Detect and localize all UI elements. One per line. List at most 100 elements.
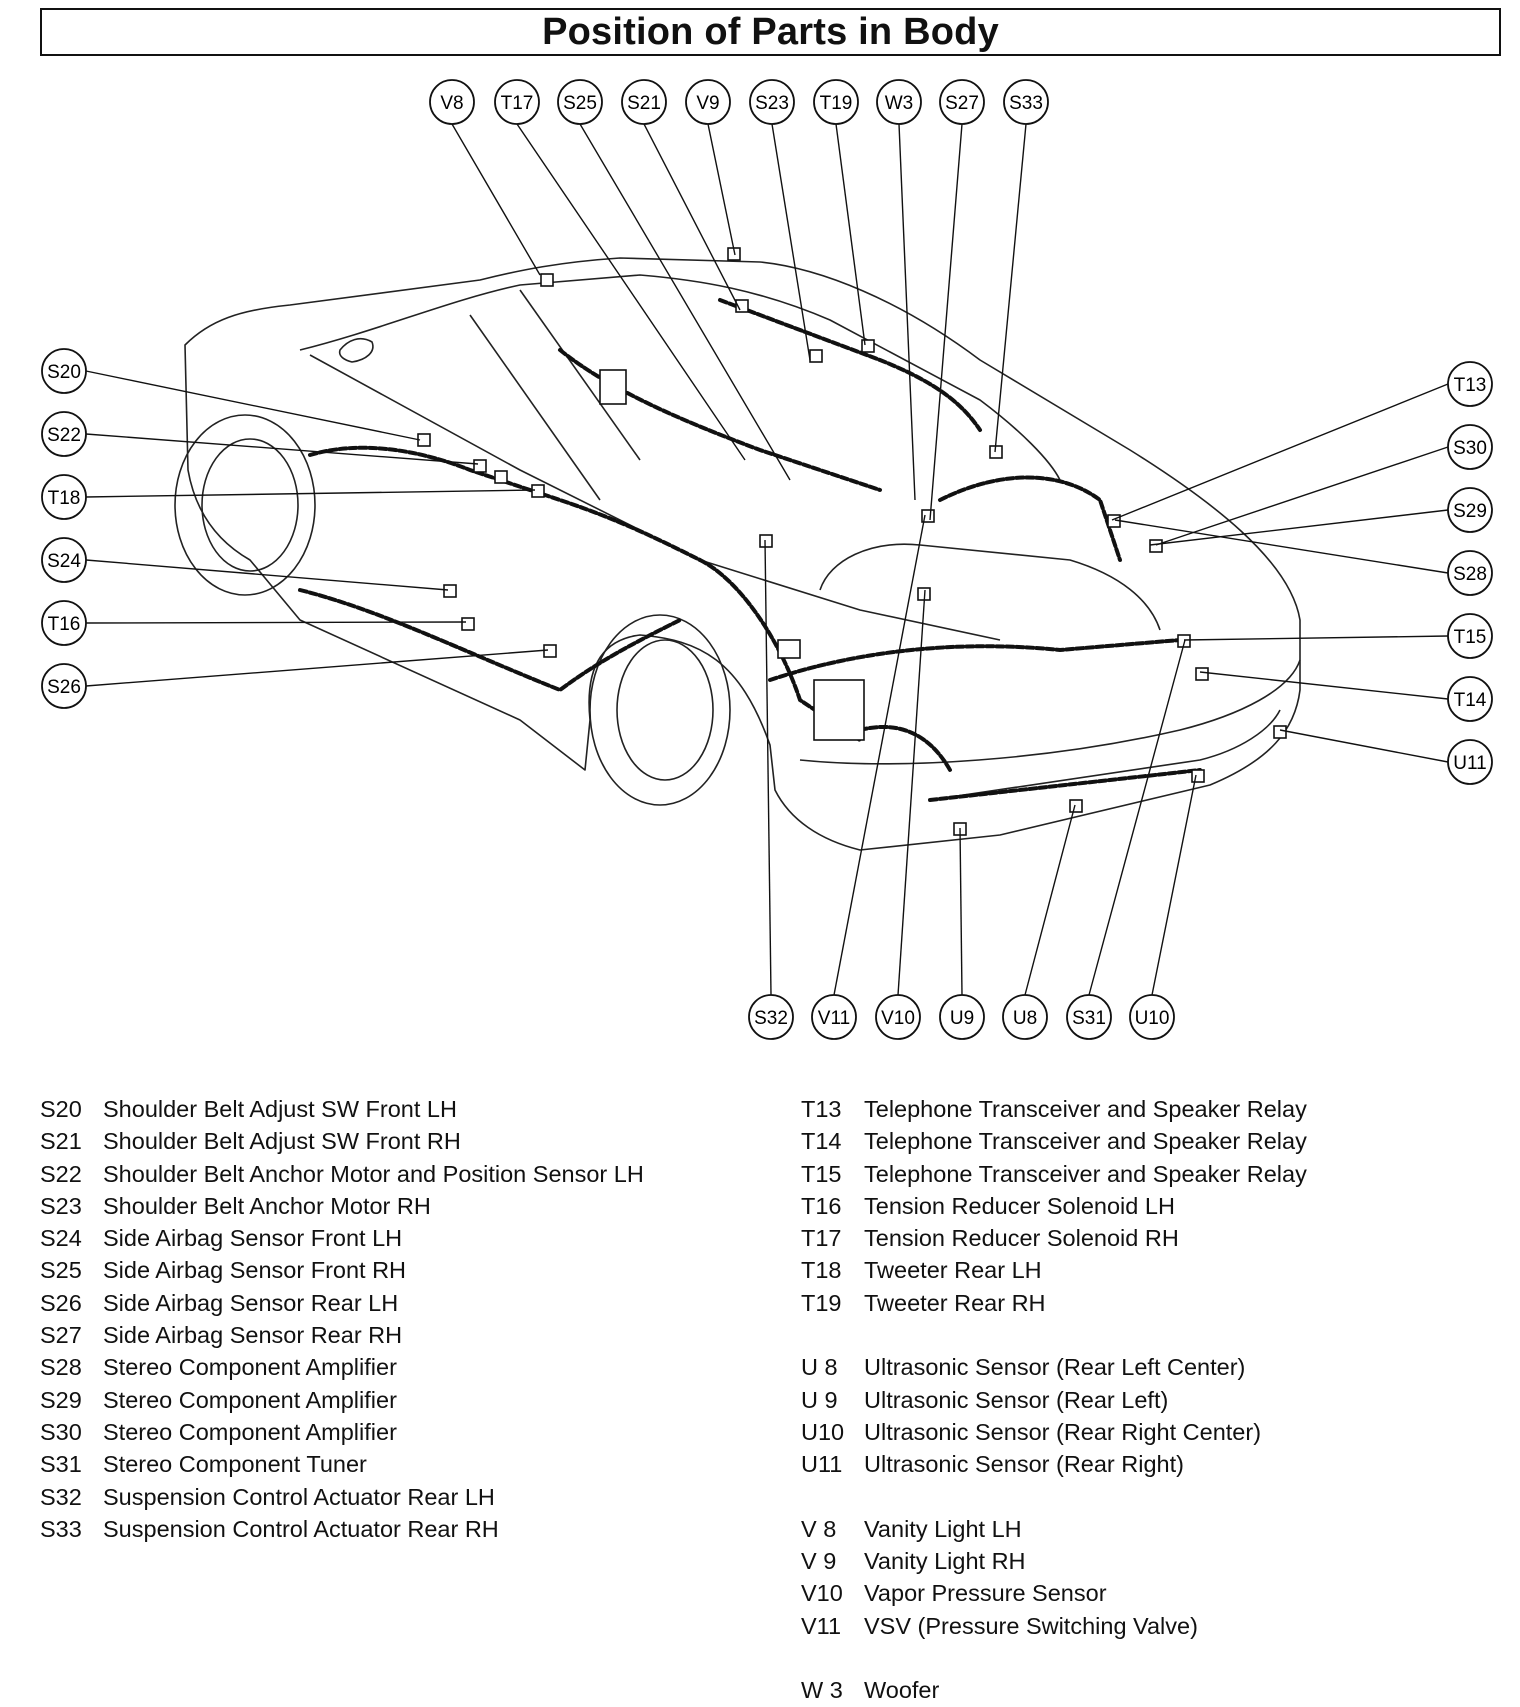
callout-circle [1002,994,1048,1040]
callout-circle [41,600,87,646]
legend-name: Side Airbag Sensor Front RH [103,1257,407,1284]
callout-s28: S28 [1447,550,1493,596]
callout-leader-line [516,123,746,461]
legend-code: S25 [40,1257,82,1284]
legend-name: Suspension Control Actuator Rear LH [103,1483,495,1510]
wire-harness [298,298,1202,802]
legend-row: T18 Tweeter Rear LH [801,1254,1307,1286]
callout-label: S29 [1453,501,1487,522]
callout-circle [41,411,87,457]
callout-leader-line [1111,383,1449,521]
callout-circle [1447,613,1493,659]
title-box: Position of Parts in Body [40,8,1501,56]
callout-label: V9 [696,93,719,114]
callout-s24: S24 [41,537,87,583]
legend-row: V 9 Vanity Light RH [801,1545,1307,1577]
legend-row: S25 Side Airbag Sensor Front RH [40,1254,644,1286]
callout-leader-line [764,539,772,996]
legend-code: T18 [801,1257,842,1284]
callout-circle [429,79,475,125]
legend-name: Ultrasonic Sensor (Rear Right Center) [864,1418,1262,1445]
callout-label: V10 [881,1008,915,1029]
legend-name: Stereo Component Tuner [103,1451,367,1478]
callout-label: T17 [501,93,534,114]
callout-label: S25 [563,93,597,114]
callout-circle [557,79,603,125]
legend-name: Telephone Transceiver and Speaker Relay [864,1160,1307,1187]
callout-label: S27 [945,93,979,114]
legend-name: Telephone Transceiver and Speaker Relay [864,1128,1307,1155]
callout-label: S32 [754,1008,788,1029]
legend-row: S32 Suspension Control Actuator Rear LH [40,1481,644,1513]
callout-label: T18 [48,488,81,509]
legend-name: Suspension Control Actuator Rear RH [103,1515,499,1542]
callout-label: W3 [885,93,914,114]
legend-name: Side Airbag Sensor Front LH [103,1225,403,1252]
legend-name: Tweeter Rear RH [864,1289,1046,1316]
legend-code: T13 [801,1096,842,1122]
callout-leader-line [1199,671,1449,700]
callout-label: S26 [47,677,81,698]
callout-circle [41,348,87,394]
callout-circle [939,994,985,1040]
callout-circle [1129,994,1175,1040]
callout-label: S23 [755,93,789,114]
callout-circle [621,79,667,125]
callout-circle [1447,739,1493,785]
callout-circle [494,79,540,125]
callout-t13: T13 [1447,361,1493,407]
callout-u10: U10 [1129,994,1175,1040]
callout-circle [685,79,731,125]
legend-name: Tweeter Rear LH [864,1257,1042,1284]
callout-s26: S26 [41,663,87,709]
callout-t15: T15 [1447,613,1493,659]
callout-s32: S32 [748,994,794,1040]
callout-leader-line [1149,509,1449,546]
legend-code: S30 [40,1418,82,1445]
legend-code: S21 [40,1128,82,1155]
legend-code: V 9 [801,1548,837,1575]
legend-code: S26 [40,1289,82,1316]
callout-u9: U9 [939,994,985,1040]
callout-label: T14 [1454,690,1487,711]
legend-code: S32 [40,1483,82,1510]
legend-row: T19 Tweeter Rear RH [801,1287,1307,1319]
legend-name: Shoulder Belt Adjust SW Front RH [103,1128,461,1155]
callout-label: S24 [47,551,81,572]
callout-s31: S31 [1066,994,1112,1040]
callout-circle [1447,361,1493,407]
callout-v10: V10 [875,994,921,1040]
callout-leader-line [579,123,791,481]
legend-name: Shoulder Belt Adjust SW Front LH [103,1096,457,1122]
legend-code: T19 [801,1289,842,1316]
legend-code: U 9 [801,1386,838,1413]
legend-name: Stereo Component Amplifier [103,1354,397,1381]
callout-t19: T19 [813,79,859,125]
legend-name: Tension Reducer Solenoid RH [864,1225,1179,1252]
callout-label: S22 [47,425,81,446]
callout-label: T15 [1454,627,1487,648]
callout-circle [1066,994,1112,1040]
callout-s33: S33 [1003,79,1049,125]
callout-leader-line [929,123,963,521]
callout-leader-line [85,489,536,498]
callout-leader-line [451,123,541,276]
legend-name: Vanity Light RH [864,1548,1026,1575]
callout-leader-line [1279,729,1449,763]
callout-s27: S27 [939,79,985,125]
legend-code: V10 [801,1580,843,1607]
page-title: Position of Parts in Body [542,11,999,53]
legend-name: Stereo Component Amplifier [103,1386,397,1413]
